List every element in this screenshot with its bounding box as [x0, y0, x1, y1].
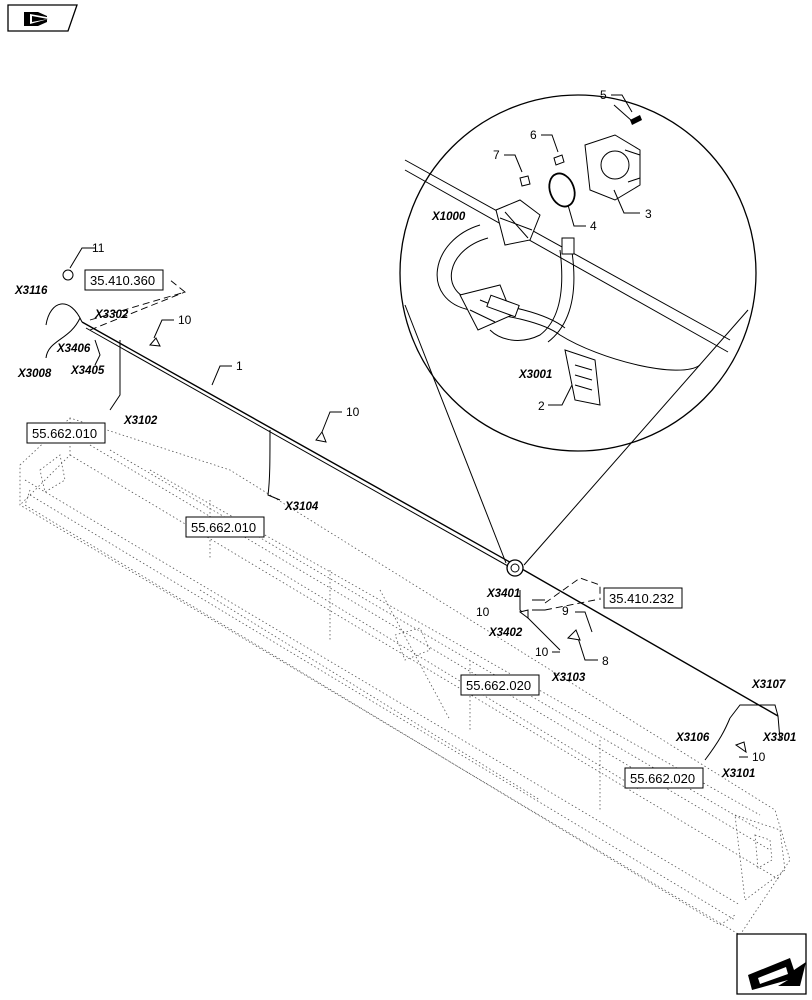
connector-x3104: X3104 [284, 501, 319, 513]
main-harness [45, 303, 781, 761]
connector-x3116: X3116 [14, 285, 48, 297]
ref-55-662-020-a[interactable]: 55.662.020 [466, 678, 531, 693]
callout-3: 3 [645, 207, 652, 221]
connector-x3107: X3107 [751, 679, 786, 691]
connector-x3008: X3008 [17, 368, 52, 380]
ref-55-662-020-b[interactable]: 55.662.020 [630, 771, 695, 786]
connector-x3301: X3301 [762, 732, 796, 744]
leader-lines [69, 94, 748, 758]
callout-10b: 10 [346, 405, 360, 419]
book-page-icon[interactable] [7, 4, 78, 32]
connector-x3405: X3405 [70, 365, 105, 377]
connector-x3001: X3001 [518, 369, 552, 381]
callout-1: 1 [236, 359, 243, 373]
next-page-arrow-icon[interactable] [736, 933, 807, 995]
clip-parts [62, 269, 747, 754]
connector-x1000: X1000 [431, 211, 466, 223]
detail-view [399, 94, 757, 566]
ref-35-410-232[interactable]: 35.410.232 [609, 591, 674, 606]
connector-x3101: X3101 [721, 768, 755, 780]
callout-7: 7 [493, 148, 500, 162]
callout-5: 5 [600, 88, 607, 102]
header-frame [19, 417, 791, 936]
connector-x3406: X3406 [56, 343, 91, 355]
connector-x3402: X3402 [488, 627, 523, 639]
callout-2: 2 [538, 399, 545, 413]
ref-55-662-010-a[interactable]: 55.662.010 [32, 426, 97, 441]
connector-x3302: X3302 [94, 309, 129, 321]
callout-4: 4 [590, 219, 597, 233]
ref-35-410-360[interactable]: 35.410.360 [90, 273, 155, 288]
callout-9: 9 [562, 604, 569, 618]
callout-6: 6 [530, 128, 537, 142]
connector-x3106: X3106 [675, 732, 710, 744]
reference-boxes: 35.410.360 55.662.010 55.662.010 35.410.… [26, 269, 704, 789]
callout-10c: 10 [476, 605, 490, 619]
callout-10e: 10 [752, 750, 766, 764]
connector-x3401: X3401 [486, 588, 520, 600]
callout-labels: 1 2 3 4 5 6 7 8 9 10 10 10 10 10 11 [92, 88, 766, 764]
callout-10d: 10 [535, 645, 549, 659]
connector-labels: X3116 X3302 X3406 X3008 X3405 X3102 X310… [14, 211, 796, 780]
callout-8: 8 [602, 654, 609, 668]
connector-x3103: X3103 [551, 672, 586, 684]
connector-x3102: X3102 [123, 415, 158, 427]
callout-11: 11 [92, 241, 105, 255]
ref-55-662-010-b[interactable]: 55.662.010 [191, 520, 256, 535]
callout-10a: 10 [178, 313, 192, 327]
